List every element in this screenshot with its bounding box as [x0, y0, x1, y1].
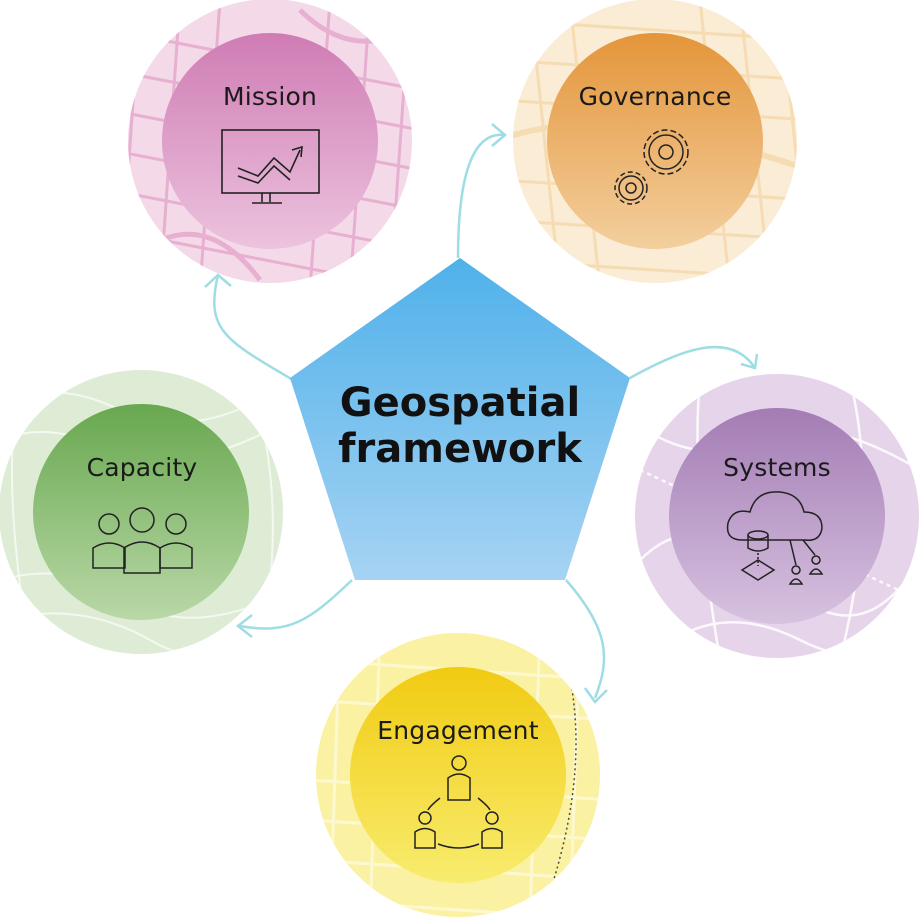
engagement-label: Engagement — [377, 716, 539, 745]
governance-circle — [547, 33, 763, 249]
capacity-label: Capacity — [86, 453, 198, 482]
center-title-line1: Geospatial — [339, 380, 581, 426]
gears-icon — [614, 129, 689, 205]
arrowhead-systems — [740, 353, 759, 370]
arrow-to-governance — [456, 133, 506, 259]
mission-circle — [162, 33, 378, 249]
governance-label: Governance — [578, 82, 732, 111]
systems-label: Systems — [723, 453, 831, 482]
arrowhead-engagement — [583, 687, 608, 704]
arrow-to-systems — [629, 345, 757, 380]
monitor-trend-icon — [221, 129, 320, 204]
people-cycle-icon — [414, 755, 503, 849]
capacity-circle — [33, 404, 249, 620]
arrowhead-mission — [204, 273, 232, 288]
connector-arrows — [204, 123, 759, 704]
team-icon — [92, 507, 193, 574]
arrowhead-capacity — [235, 614, 253, 638]
cloud-data-icon — [726, 491, 824, 585]
center-title-line2: framework — [338, 426, 582, 472]
arrow-to-mission — [213, 274, 294, 382]
arrowhead-governance — [491, 123, 507, 147]
arrow-to-engagement — [565, 579, 606, 699]
center-pentagon — [290, 258, 630, 580]
center-title: Geospatial framework — [300, 380, 620, 472]
mission-label: Mission — [222, 82, 318, 111]
arrow-to-capacity — [239, 579, 353, 630]
engagement-circle — [350, 667, 566, 883]
systems-circle — [669, 408, 885, 624]
